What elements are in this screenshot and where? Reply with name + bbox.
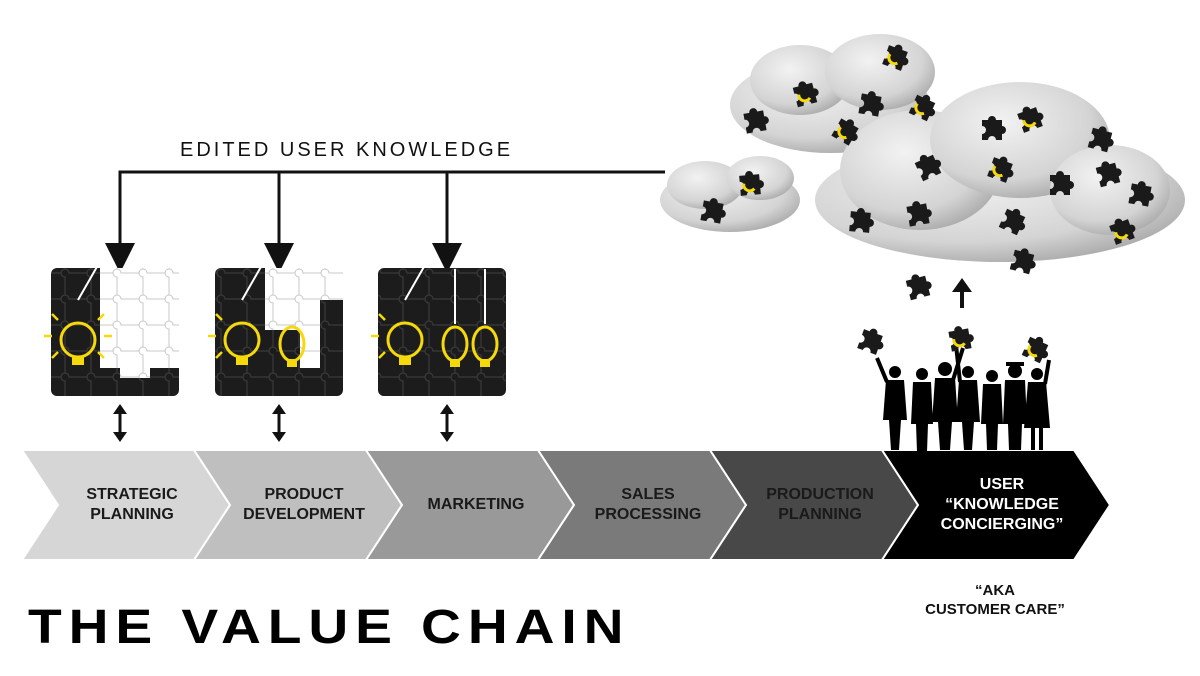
puzzle-icon — [914, 154, 942, 182]
puzzle-icon — [743, 108, 769, 134]
chevron-label-line: PLANNING — [778, 506, 862, 523]
puzzle-icon — [1050, 171, 1074, 195]
edited-user-knowledge-label: EDITED USER KNOWLEDGE — [180, 139, 514, 161]
puzzle-icon — [882, 44, 909, 71]
chevron-label-6: USER “KNOWLEDGE CONCIERGING” — [910, 475, 1094, 535]
lightbulb-icon — [208, 264, 263, 365]
chevron-label-line: SALES — [621, 486, 675, 503]
puzzle-icon — [982, 116, 1006, 140]
puzzle-icon — [700, 198, 726, 224]
puzzle-icon — [1128, 181, 1154, 207]
puzzle-icon — [1021, 336, 1049, 364]
puzzle-icon — [792, 81, 819, 108]
held-puzzle-pieces — [857, 274, 1049, 364]
chevron-stage-6 — [880, 449, 1112, 561]
puzzle-icon — [831, 118, 859, 146]
puzzle-icon — [857, 328, 884, 355]
cloud-puzzle-pieces — [700, 44, 1154, 275]
puzzle-panel-2 — [208, 264, 343, 396]
puzzle-icon — [1009, 248, 1036, 275]
puzzle-icon — [906, 201, 932, 227]
chevron-label-line: “KNOWLEDGE — [945, 496, 1059, 513]
puzzle-icon — [908, 94, 936, 122]
chevron-label-3: MARKETING — [394, 495, 558, 515]
double-arrow-icon — [440, 404, 454, 442]
chevron-label-2: PRODUCT DEVELOPMENT — [222, 485, 386, 525]
chevron-label-line: PRODUCT — [264, 486, 344, 503]
up-arrow-icon — [952, 278, 972, 308]
lightbulb-icon — [371, 264, 426, 365]
note-line-2: CUSTOMER CARE” — [925, 600, 1065, 618]
chevron-label-line: USER — [979, 476, 1025, 493]
value-chain-chevrons — [20, 449, 1112, 561]
cloud-icon — [660, 34, 1185, 262]
lightbulb-icon — [441, 269, 469, 367]
puzzle-icon — [987, 156, 1014, 183]
chevron-label-1: STRATEGIC PLANNING — [50, 485, 214, 525]
chevron-label-line: DEVELOPMENT — [243, 506, 365, 523]
chevron-label-line: CONCIERGING” — [940, 516, 1064, 533]
puzzle-icon — [905, 274, 932, 301]
chevron-label-line: PLANNING — [90, 506, 174, 523]
puzzle-panel-3 — [371, 264, 506, 396]
puzzle-icon — [858, 91, 884, 117]
puzzle-icon — [948, 326, 974, 352]
page-title: THE VALUE CHAIN — [28, 601, 631, 654]
note-line-1: “AKA — [975, 582, 1015, 599]
double-arrow-icon — [113, 404, 127, 442]
puzzle-icon — [998, 208, 1026, 236]
chevron-label-line: PRODUCTION — [766, 486, 874, 503]
chevron-label-5: PRODUCTION PLANNING — [738, 485, 902, 525]
chevron-label-line: MARKETING — [427, 496, 525, 513]
lightbulb-icon — [471, 269, 499, 367]
puzzle-icon — [739, 171, 764, 196]
knowledge-connector — [105, 170, 665, 273]
puzzle-icon — [1017, 106, 1044, 133]
puzzle-panel-1 — [44, 264, 179, 396]
puzzle-icon — [1095, 161, 1122, 188]
puzzle-icon — [849, 208, 874, 233]
aka-customer-care-note: “AKA CUSTOMER CARE” — [880, 582, 1110, 620]
chevron-label-line: STRATEGIC — [86, 486, 178, 503]
chevron-label-line: PROCESSING — [594, 506, 702, 523]
double-arrows — [113, 404, 454, 442]
double-arrow-icon — [272, 404, 286, 442]
people-silhouette-icon — [875, 344, 1051, 452]
puzzle-icon — [1109, 218, 1136, 245]
chevron-label-4: SALES PROCESSING — [566, 485, 730, 525]
lightbulb-icon — [278, 304, 306, 367]
puzzle-icon — [1087, 126, 1114, 153]
lightbulb-icon — [44, 264, 112, 365]
